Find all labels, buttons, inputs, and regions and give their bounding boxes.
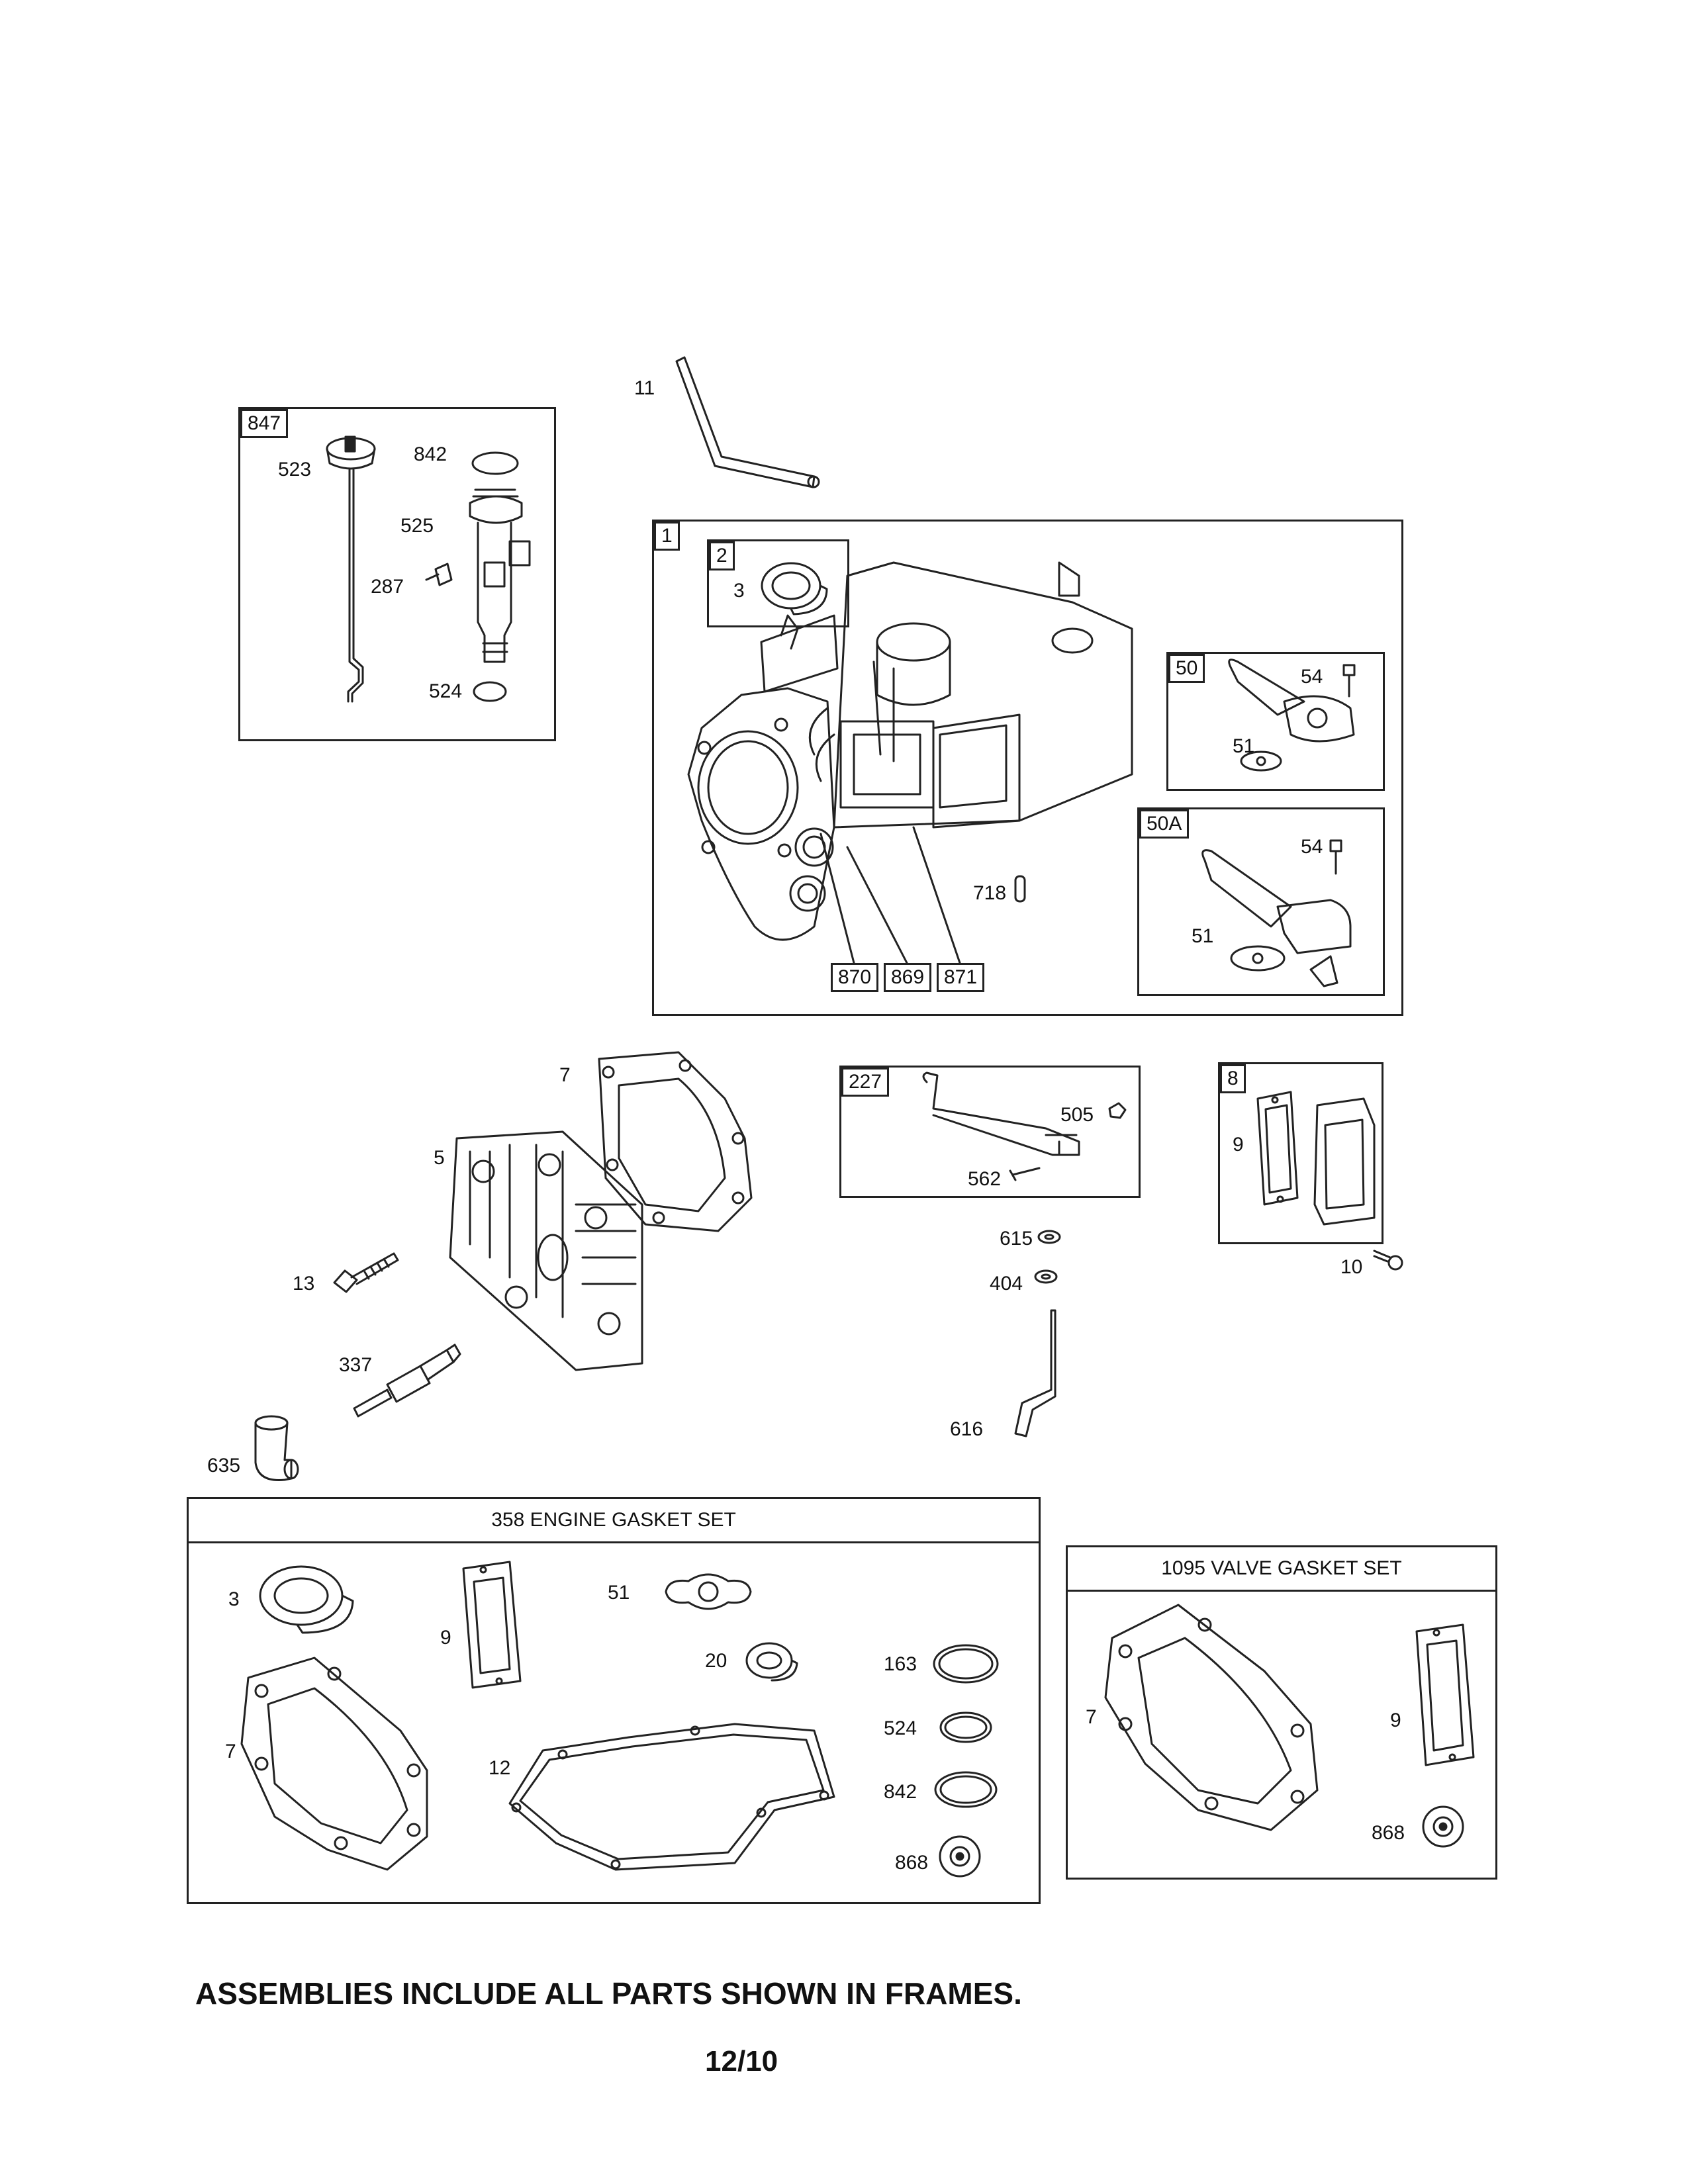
spark-plug-illustration — [353, 1343, 461, 1418]
frame-tag-8: 8 — [1220, 1064, 1246, 1093]
head-gasket-illustration — [598, 1051, 753, 1232]
callout-337: 337 — [339, 1354, 373, 1376]
egs-oil-seal-illustration — [259, 1565, 354, 1634]
washer-404-illustration — [1034, 1269, 1058, 1284]
callout-525: 525 — [400, 515, 434, 537]
egs-callout-7: 7 — [225, 1741, 236, 1762]
frame-tag-847: 847 — [240, 409, 289, 438]
frame-tag-1: 1 — [654, 522, 680, 551]
dipstick-illustration — [326, 435, 531, 703]
cylinder-block-illustration — [687, 561, 1133, 941]
callout-54-b: 54 — [1301, 836, 1323, 858]
callout-404: 404 — [990, 1273, 1023, 1295]
vgs-callout-868: 868 — [1372, 1822, 1405, 1844]
governor-shaft-illustration — [1014, 1309, 1056, 1437]
egs-seal-20-illustration — [745, 1642, 798, 1682]
egs-oring-524-illustration — [939, 1711, 992, 1743]
frame-tag-50: 50 — [1168, 654, 1205, 683]
page-number: 12/10 — [705, 2045, 778, 2077]
frame-tag-869: 869 — [884, 963, 932, 992]
egs-callout-524: 524 — [884, 1717, 917, 1739]
egs-valve-seal-868-illustration — [939, 1835, 981, 1878]
dowel-pin-illustration — [1014, 875, 1026, 903]
vgs-valve-seal-868-illustration — [1422, 1805, 1464, 1848]
washer-615-illustration — [1037, 1230, 1061, 1244]
egs-callout-9: 9 — [440, 1627, 451, 1649]
valve-gasket-set-frame: 1095 VALVE GASKET SET — [1066, 1545, 1497, 1880]
callout-leader-lines — [820, 826, 961, 964]
frame-227-governor: 227 — [839, 1066, 1141, 1198]
breather-50-illustration — [1228, 659, 1356, 772]
egs-callout-12: 12 — [489, 1757, 511, 1779]
callout-615: 615 — [1000, 1228, 1033, 1250]
engine-gasket-set-title: 358 ENGINE GASKET SET — [189, 1499, 1039, 1543]
egs-callout-868: 868 — [895, 1852, 929, 1874]
callout-524: 524 — [429, 680, 463, 702]
assemblies-note: ASSEMBLIES INCLUDE ALL PARTS SHOWN IN FR… — [195, 1976, 1022, 2011]
callout-5: 5 — [434, 1147, 445, 1169]
vgs-callout-9: 9 — [1390, 1709, 1401, 1731]
callout-51-b: 51 — [1192, 925, 1214, 947]
cylinder-head-illustration — [449, 1130, 643, 1371]
frame-1-cylinder-assembly: 1 — [652, 520, 1403, 1016]
frame-tag-2: 2 — [709, 541, 735, 570]
breather-50a-illustration — [1201, 839, 1352, 987]
frame-tag-50a: 50A — [1139, 809, 1190, 839]
head-bolt-illustration — [333, 1252, 399, 1293]
frame-8-valve-cover: 8 — [1218, 1062, 1383, 1244]
callout-9-frame8: 9 — [1233, 1134, 1244, 1156]
callout-11: 11 — [634, 377, 655, 399]
frame-tag-227: 227 — [841, 1068, 890, 1097]
egs-oring-842-illustration — [934, 1771, 998, 1808]
egs-callout-163: 163 — [884, 1653, 917, 1675]
vgs-head-gasket-illustration — [1104, 1604, 1319, 1831]
egs-oring-163-illustration — [933, 1644, 999, 1684]
egs-callout-20: 20 — [705, 1650, 727, 1672]
callout-287: 287 — [371, 576, 404, 598]
valve-cover-illustration — [1256, 1091, 1376, 1226]
valve-gasket-set-title: 1095 VALVE GASKET SET — [1068, 1547, 1495, 1592]
frame-2-seal: 2 — [707, 539, 849, 627]
callout-10: 10 — [1340, 1256, 1363, 1278]
egs-crankcase-gasket-illustration — [508, 1723, 835, 1871]
callout-505: 505 — [1060, 1104, 1094, 1126]
elbow-fitting-illustration — [254, 1415, 299, 1481]
egs-breather-gasket-illustration — [665, 1573, 752, 1610]
callout-635: 635 — [207, 1455, 241, 1477]
egs-callout-842: 842 — [884, 1781, 917, 1803]
egs-valve-cover-gasket-illustration — [462, 1561, 522, 1689]
callout-616: 616 — [950, 1418, 984, 1440]
callout-718: 718 — [973, 882, 1007, 904]
frame-50-breather: 50 — [1166, 652, 1385, 791]
frame-847: 847 — [238, 407, 556, 741]
egs-head-gasket-illustration — [240, 1657, 428, 1871]
engine-gasket-set-frame: 358 ENGINE GASKET SET — [187, 1497, 1041, 1904]
frame-50a-breather: 50A — [1137, 807, 1385, 996]
frame-tag-870: 870 — [831, 963, 879, 992]
callout-562: 562 — [968, 1168, 1002, 1190]
callout-13: 13 — [293, 1273, 315, 1295]
callout-3: 3 — [733, 580, 745, 602]
breather-tube-illustration — [675, 356, 820, 488]
callout-54-a: 54 — [1301, 666, 1323, 688]
frame-tag-871: 871 — [937, 963, 985, 992]
egs-callout-51: 51 — [608, 1582, 630, 1604]
oil-seal-illustration — [761, 562, 828, 615]
callout-842: 842 — [414, 443, 447, 465]
egs-callout-3: 3 — [228, 1588, 240, 1610]
screw-10-illustration — [1373, 1250, 1403, 1271]
governor-lever-illustration — [922, 1071, 1127, 1181]
callout-7-head-gasket: 7 — [559, 1064, 571, 1086]
vgs-callout-7: 7 — [1086, 1706, 1097, 1728]
vgs-valve-cover-gasket-illustration — [1415, 1623, 1475, 1766]
callout-523: 523 — [278, 459, 312, 480]
